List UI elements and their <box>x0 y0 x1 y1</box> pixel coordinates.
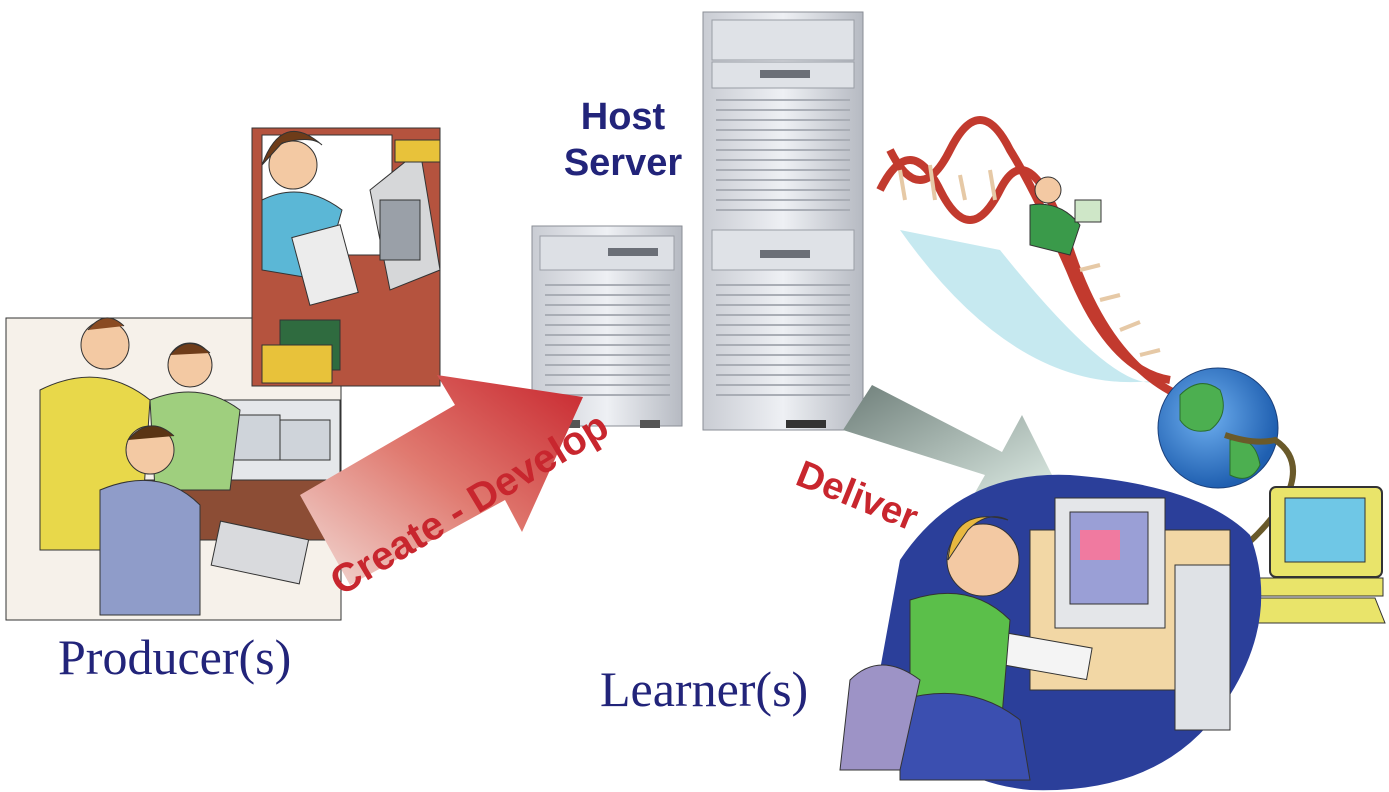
host-server-rack-icon <box>702 11 864 431</box>
globe-icon <box>1157 367 1296 553</box>
deliver-arrow <box>843 385 1062 505</box>
server-rack-icon <box>531 225 683 428</box>
producer-woman-illustration <box>251 127 441 387</box>
learners-label: Learner(s) <box>600 661 809 717</box>
host-label-line2: Server <box>563 142 683 184</box>
learner-computer-illustration <box>839 474 1262 791</box>
host-server-label: Host Server <box>548 94 698 186</box>
host-label-line1: Host <box>580 96 666 138</box>
monitor-icon <box>1234 486 1386 624</box>
create-develop-arrow <box>300 375 583 585</box>
producers-label: Producer(s) <box>58 629 292 685</box>
dna-helix-icon <box>876 116 1192 404</box>
